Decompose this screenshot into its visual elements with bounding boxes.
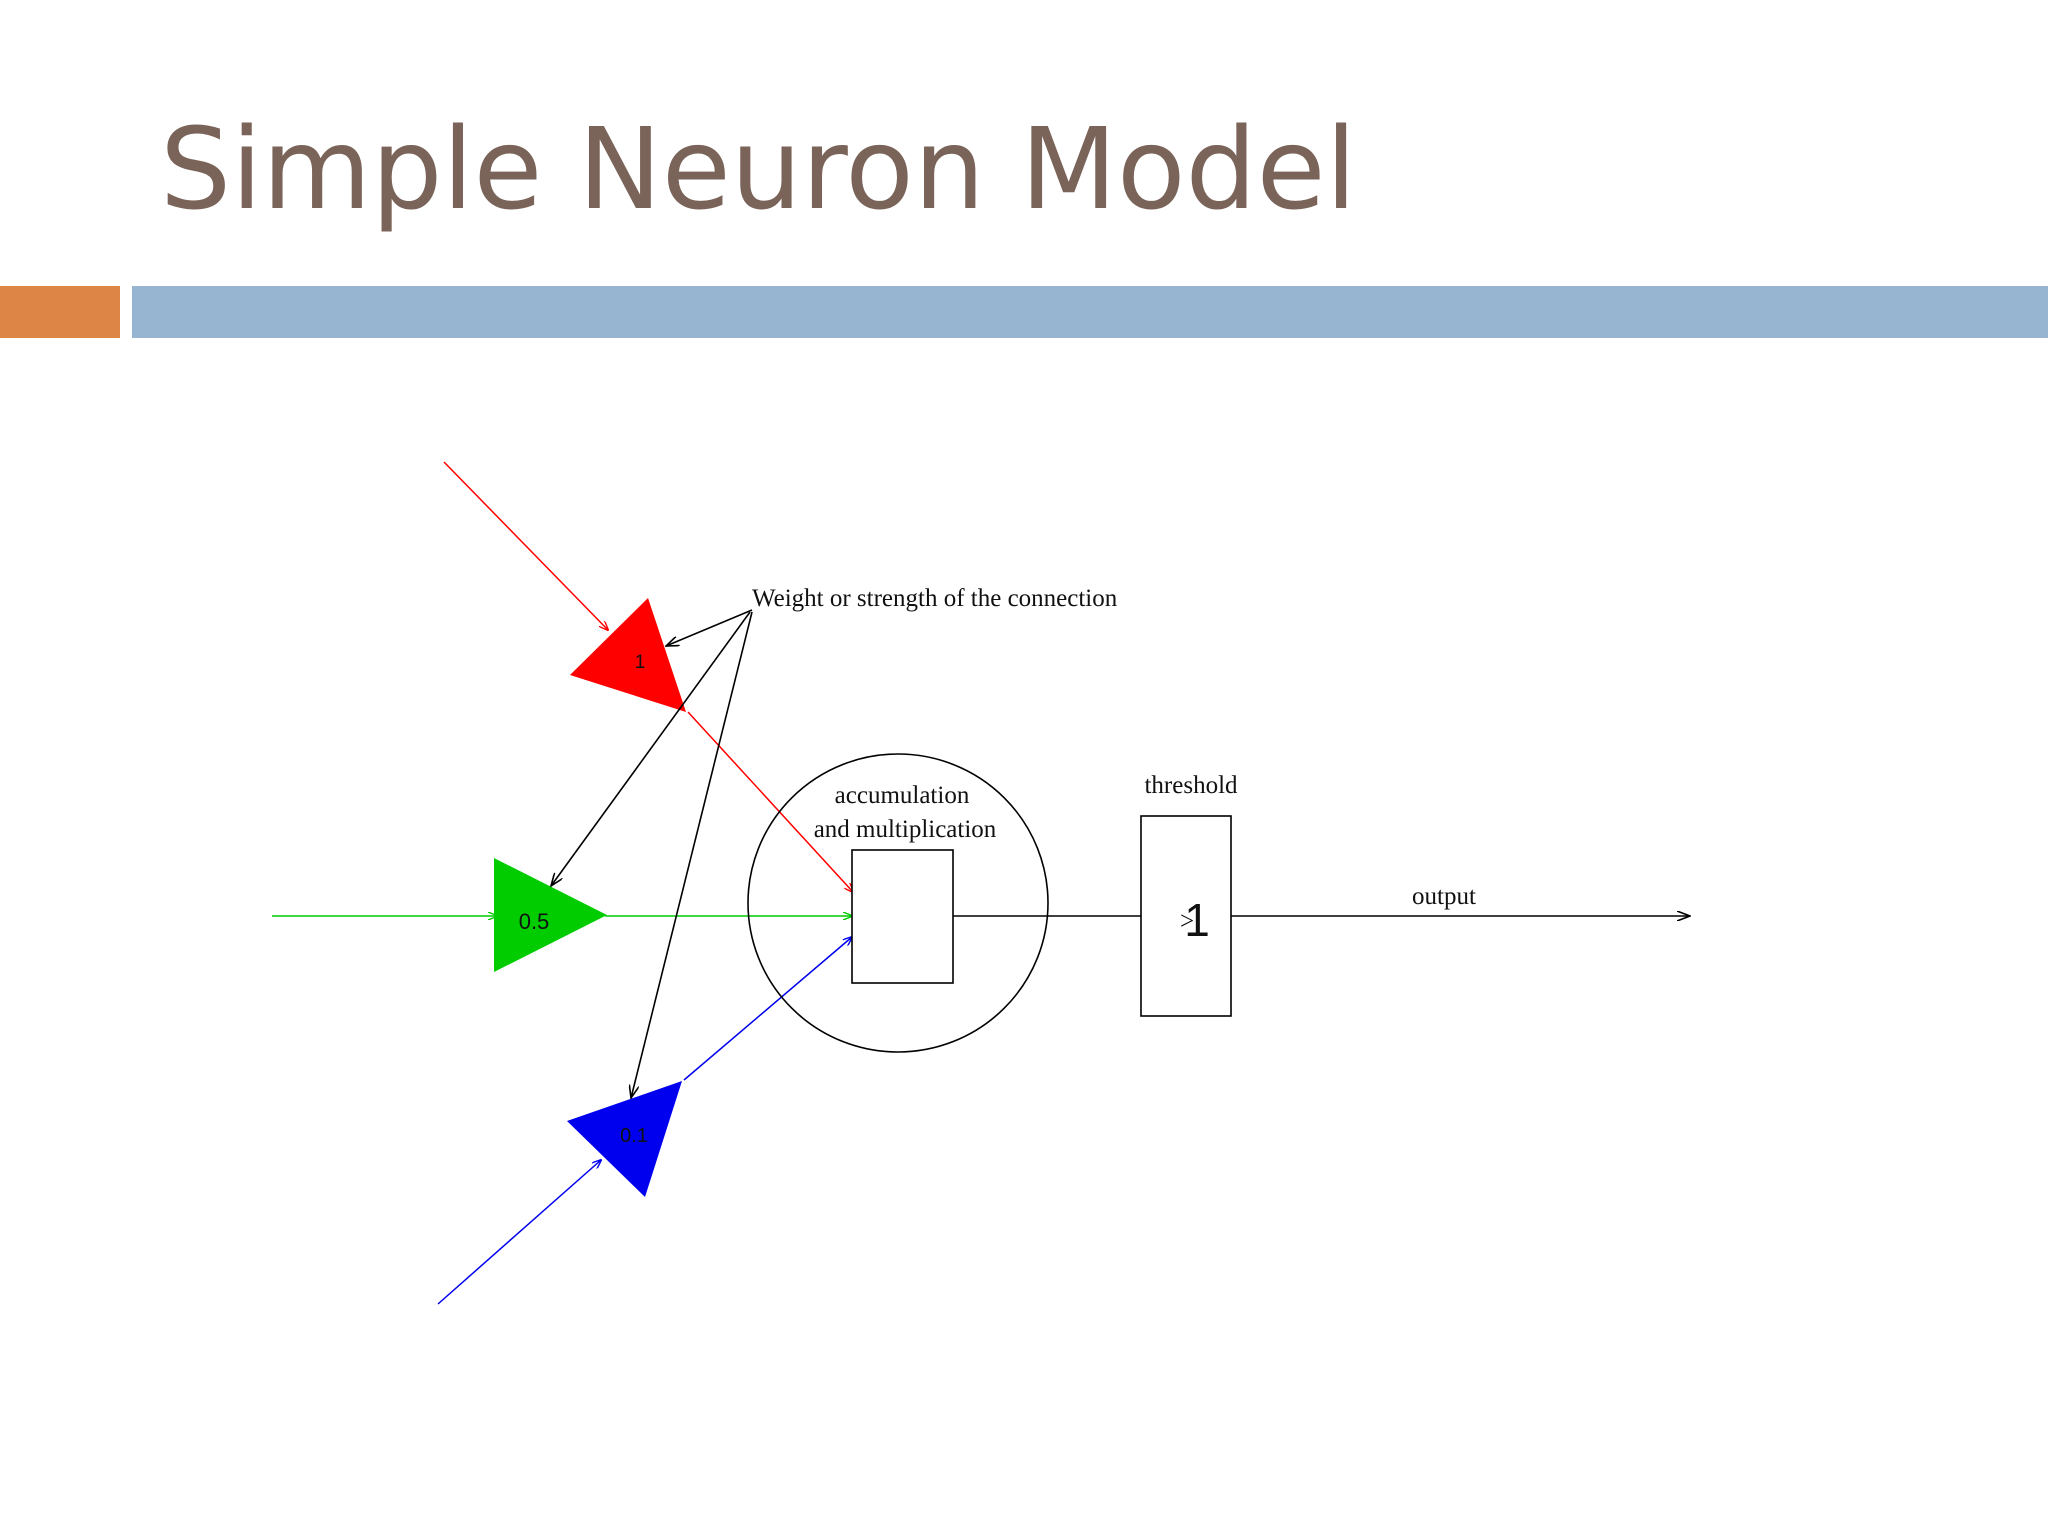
title-accent-orange xyxy=(0,286,120,338)
red-weight-triangle xyxy=(570,598,686,712)
blue-weight-label: 0.1 xyxy=(620,1125,648,1147)
output-label: output xyxy=(1412,883,1476,910)
title-accent-blue xyxy=(132,286,2048,338)
weight-note-label: Weight or strength of the connection xyxy=(752,585,1118,612)
accumulation-box xyxy=(851,849,954,984)
red-input-line xyxy=(443,461,608,630)
threshold-box xyxy=(1140,815,1232,1017)
blue-input-line xyxy=(437,1160,601,1305)
accumulation-circle xyxy=(747,753,1049,1053)
red-weight-label: 1 xyxy=(635,652,646,673)
threshold-symbol: > xyxy=(1180,908,1194,935)
blue-weight-triangle xyxy=(567,1081,682,1197)
threshold-label: threshold xyxy=(1144,772,1238,799)
note-arrow-to-green xyxy=(551,611,751,886)
note-arrow-to-blue xyxy=(631,611,753,1098)
blue-weighted-line xyxy=(683,937,852,1081)
red-weighted-line xyxy=(687,711,853,892)
page-title: Simple Neuron Model xyxy=(160,105,1357,235)
green-weight-triangle xyxy=(494,858,607,972)
accumulation-label-line1: accumulation xyxy=(835,782,970,809)
green-weight-label: 0.5 xyxy=(519,909,550,934)
accumulation-label-line2: and multiplication xyxy=(814,816,997,843)
threshold-value: 1 xyxy=(1184,894,1210,946)
note-arrow-to-red xyxy=(666,609,753,646)
